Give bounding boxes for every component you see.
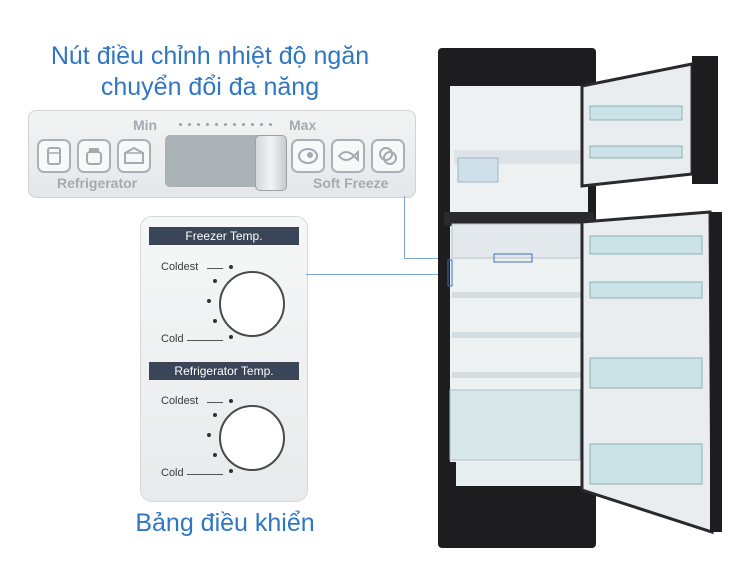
setting-dot [229,335,233,339]
refrigerator-temp-dial[interactable] [219,405,285,471]
jar-icon [77,139,111,173]
setting-dot [229,399,233,403]
scale-tick [207,402,223,403]
freezer-coldest-label: Coldest [161,261,199,273]
scale-tick [207,268,223,269]
max-label: Max [289,117,317,133]
setting-dot [229,469,233,473]
setting-dot [213,413,217,417]
freezer-cold-label: Cold [161,333,184,345]
pointer-line [404,196,405,258]
setting-dot [207,299,211,303]
setting-dot [213,453,217,457]
temperature-control-panel: Freezer Temp. Coldest Cold Refrigerator … [140,216,308,502]
setting-dot [207,433,211,437]
refrigerator-temp-header: Refrigerator Temp. [149,362,299,380]
slider-scale [179,123,279,127]
refrigerator-coldest-label: Coldest [161,395,199,407]
refrigerator-label: Refrigerator [57,175,138,191]
scale-tick [187,340,223,341]
drink-can-icon [37,139,71,173]
frozen-food-icon [371,139,405,173]
soft-freeze-label: Soft Freeze [313,175,389,191]
switchable-zone-control: Min Max Refrigerator Soft Freeze [28,110,416,198]
zone-slider-knob [255,135,287,191]
setting-dot [213,279,217,283]
food-box-icon [117,139,151,173]
freezer-temp-header: Freezer Temp. [149,227,299,245]
refrigerator-image [438,48,722,548]
pointer-line [306,274,444,275]
min-label: Min [133,117,158,133]
caption-zone-control: Nút điều chỉnh nhiệt độ ngăn chuyển đổi … [50,42,370,101]
freezer-temp-dial[interactable] [219,271,285,337]
caption-control-panel: Bảng điều khiển [135,509,315,537]
refrigerator-cold-label: Cold [161,467,184,479]
setting-dot [213,319,217,323]
setting-dot [229,265,233,269]
meat-icon [291,139,325,173]
fish-icon [331,139,365,173]
scale-tick [187,474,223,475]
